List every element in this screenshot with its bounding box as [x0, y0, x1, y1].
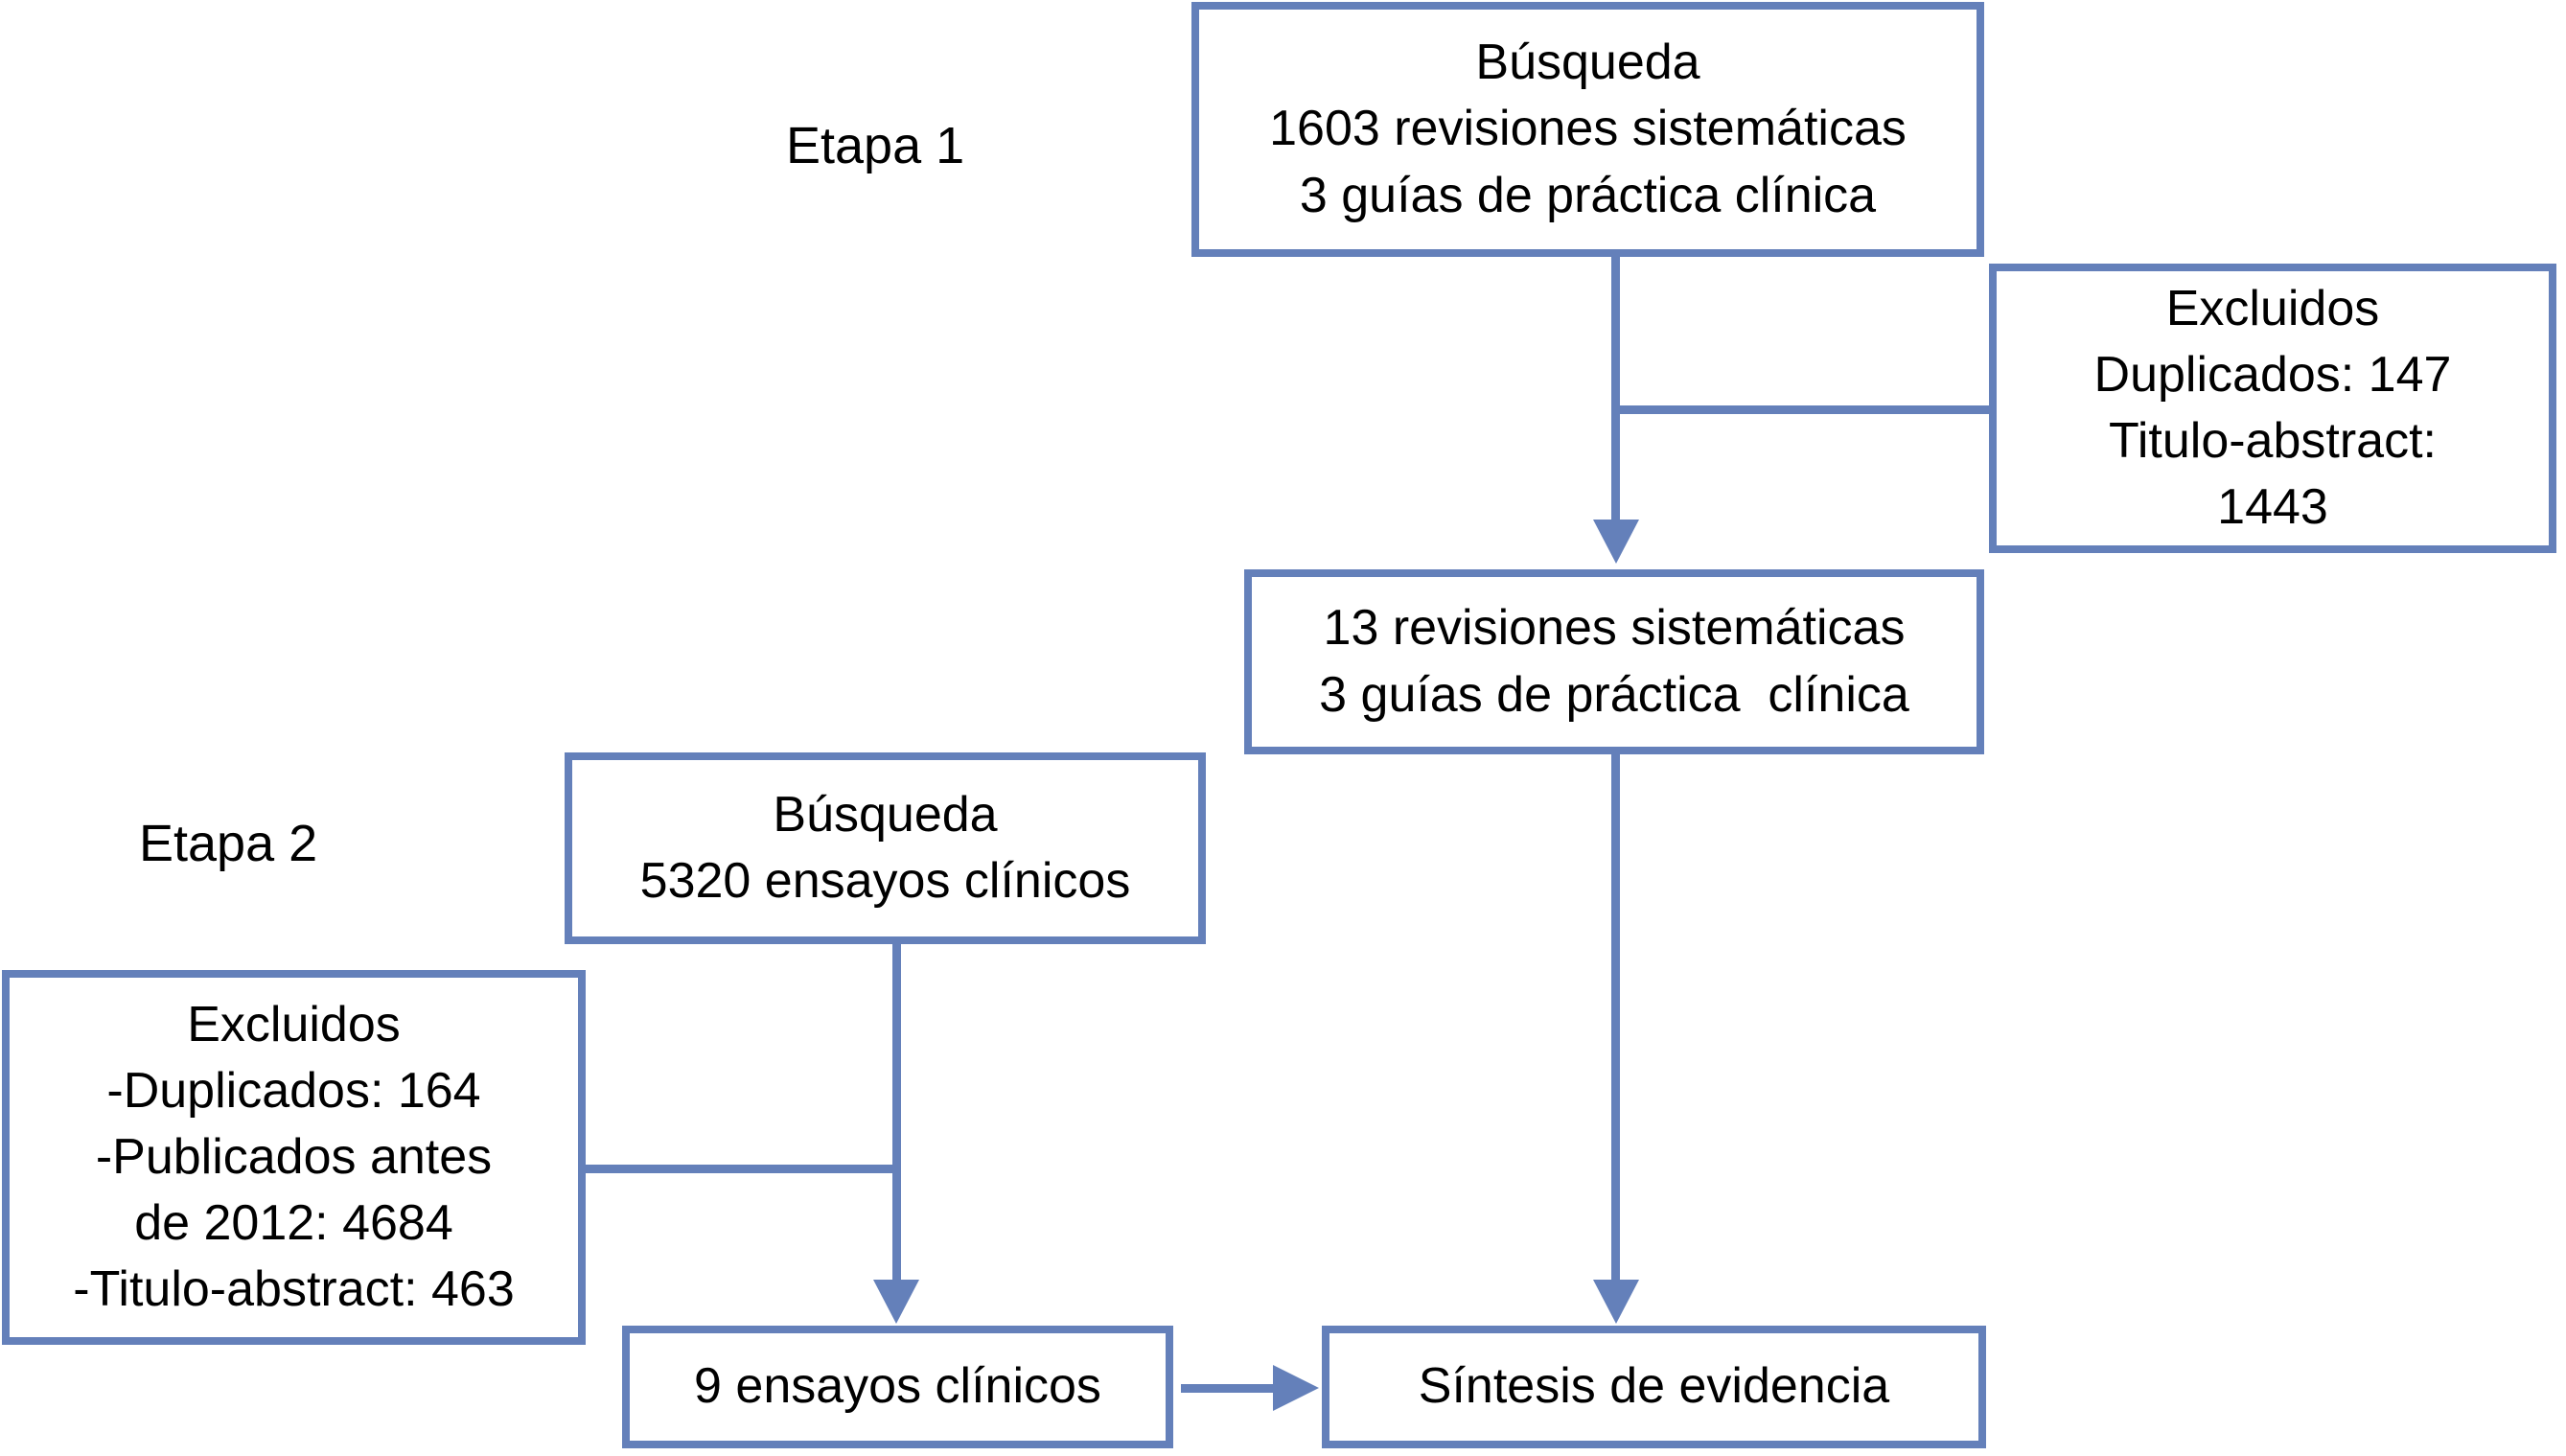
box-text-line: -Duplicados: 164	[106, 1062, 481, 1119]
box-text-line: Búsqueda	[1475, 35, 1700, 91]
box-text-line: 9 ensayos clínicos	[694, 1358, 1101, 1415]
box-text-line: -Titulo-abstract: 463	[73, 1261, 515, 1318]
arrow-down-icon	[1593, 520, 1639, 564]
box-evidence-synthesis: Síntesis de evidencia	[1322, 1326, 1986, 1448]
box-text-line: Titulo-abstract:	[2109, 413, 2437, 469]
box-excluded-stage1: Excluidos Duplicados: 147 Titulo-abstrac…	[1989, 264, 2556, 553]
arrow-right-icon	[1273, 1365, 1319, 1411]
box-text-line: de 2012: 4684	[134, 1195, 453, 1252]
box-included-reviews: 13 revisiones sistemáticas 3 guías de pr…	[1244, 569, 1984, 754]
box-text-line: 5320 ensayos clínicos	[639, 853, 1131, 909]
box-text-line: 3 guías de práctica clínica	[1319, 666, 1909, 723]
stage-2-label: Etapa 2	[139, 815, 318, 872]
box-text-line: Excluidos	[187, 996, 401, 1052]
box-text-line: Duplicados: 147	[2093, 346, 2452, 403]
box-included-trials: 9 ensayos clínicos	[622, 1326, 1173, 1448]
connector-trials-to-synthesis-line	[1181, 1384, 1275, 1393]
box-excluded-stage2: Excluidos -Duplicados: 164 -Publicados a…	[2, 970, 586, 1345]
box-text-line: -Publicados antes	[95, 1128, 493, 1185]
arrow-down-icon	[1593, 1280, 1639, 1324]
connector-reviews-to-synthesis-line	[1611, 754, 1620, 1283]
box-text-line: Síntesis de evidencia	[1418, 1358, 1890, 1415]
arrow-down-icon	[873, 1280, 919, 1324]
box-search-stage1: Búsqueda 1603 revisiones sistemáticas 3 …	[1191, 2, 1984, 257]
box-text-line: Excluidos	[2165, 280, 2380, 336]
stage-1-label: Etapa 1	[786, 117, 965, 174]
connector-excluded2-branch-line	[586, 1165, 896, 1173]
box-text-line: Búsqueda	[773, 786, 998, 843]
box-text-line: 1443	[2217, 479, 2328, 536]
connector-branch-to-excluded1-line	[1615, 405, 1989, 414]
box-text-line: 3 guías de práctica clínica	[1299, 167, 1877, 223]
box-text-line: 1603 revisiones sistemáticas	[1269, 101, 1907, 157]
box-text-line: 13 revisiones sistemáticas	[1323, 600, 1906, 657]
connector-search2-to-trials-line	[892, 944, 901, 1283]
box-search-stage2: Búsqueda 5320 ensayos clínicos	[565, 752, 1206, 944]
connector-search1-to-reviews-line	[1611, 257, 1620, 525]
